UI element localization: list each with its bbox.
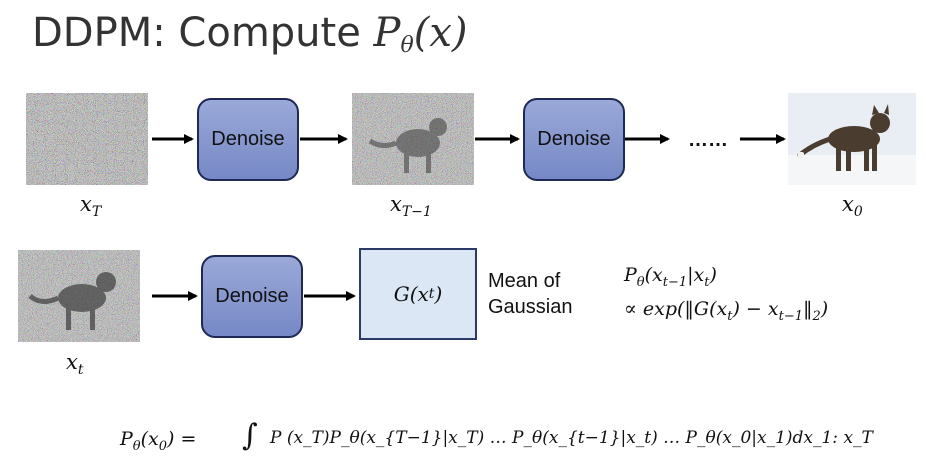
label-xT: xT (80, 192, 101, 220)
denoise-box-1: Denoise (197, 98, 299, 181)
prob2-c: ‖ (803, 298, 813, 320)
bf-lhs-close: ) = (167, 428, 197, 450)
title-math-sub: θ (400, 33, 414, 58)
prob2-sub3: 2 (812, 309, 821, 324)
prob1-b: (x (644, 264, 663, 286)
integral-sign: ∫ (242, 418, 258, 453)
label-x0: x0 (842, 192, 863, 220)
noisy-cat-image-svg (352, 93, 474, 185)
denoise-label-3: Denoise (215, 285, 289, 307)
g-box-close: ) (434, 282, 443, 306)
denoise-label-1: Denoise (211, 128, 285, 150)
label-xt: xt (66, 350, 83, 378)
noisy-cat-image-xt-svg (18, 250, 140, 342)
title-math-arg: (x) (413, 10, 468, 56)
label-xT1-base: x (390, 192, 402, 216)
label-x0-sub: 0 (853, 204, 863, 220)
title-math: Pθ(x) (373, 10, 468, 58)
g-box-sub: t (428, 286, 435, 302)
prob2-d: ) (820, 298, 829, 320)
title-math-p: P (373, 10, 401, 56)
noise-image-xT (26, 93, 148, 185)
prob1-sub2: t (704, 275, 710, 290)
label-xT-sub: T (91, 204, 102, 220)
cat-silhouette-medium (28, 272, 116, 330)
bf-lhs-arg: (x (140, 428, 159, 450)
prob2-a: ∝ exp(‖G(x (624, 298, 728, 320)
cat-silhouette-faint (368, 118, 447, 173)
mean-line-1: Mean of (488, 270, 561, 292)
bottom-formula-rhs: P (x_T)P_θ(x_{T−1}|x_T) … P_θ(x_{t−1}|x_… (270, 428, 873, 448)
noisy-cat-image (352, 93, 474, 185)
mean-of-gaussian: Mean of Gaussian (488, 268, 573, 320)
denoise-label-2: Denoise (537, 128, 611, 150)
bf-lhs: P (120, 428, 133, 450)
prob1-a: P (624, 264, 637, 286)
prob1-theta: θ (636, 275, 645, 290)
denoise-box-2: Denoise (523, 98, 625, 181)
title-text: DDPM: Compute (32, 10, 361, 56)
prob2-sub1: t (727, 309, 733, 324)
prob1-c: |x (687, 264, 705, 286)
label-xT1: xT−1 (390, 192, 432, 220)
prob2-b: ) − x (732, 298, 779, 320)
cat-photo-svg (788, 93, 916, 185)
cat-photo (788, 93, 916, 185)
bf-lhs-theta: θ (132, 439, 141, 454)
prob1-d: ) (709, 264, 717, 286)
noisy-cat-image-xt (18, 250, 140, 342)
label-xT-base: x (80, 192, 92, 216)
noise-image-xT-svg (26, 93, 148, 185)
ellipsis-dots: …… (688, 129, 728, 151)
page-title: DDPM: Compute Pθ(x) (32, 10, 468, 58)
label-x0-base: x (842, 192, 854, 216)
bf-lhs-sub: 0 (158, 439, 168, 454)
prob2-sub2: t−1 (778, 309, 804, 324)
bottom-formula-lhs: Pθ(x0) = (120, 428, 196, 454)
label-xt-sub: t (77, 362, 84, 378)
label-xt-base: x (66, 350, 78, 374)
prob-line-2: ∝ exp(‖G(xt) − xt−1‖2) (624, 298, 828, 324)
denoise-box-3: Denoise (201, 255, 303, 338)
prob1-sub1: t−1 (662, 275, 688, 290)
label-xT1-sub: T−1 (401, 204, 432, 220)
mean-line-2: Gaussian (488, 296, 573, 318)
g-box-base: G(x (393, 282, 429, 306)
prob-line-1: Pθ(xt−1|xt) (624, 264, 717, 290)
